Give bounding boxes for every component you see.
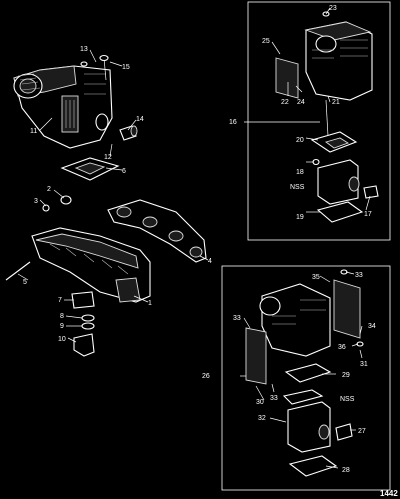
callout-15: 15 [122, 64, 130, 71]
upper-left-elbow-assembly [13, 54, 138, 181]
leader-lines [17, 7, 371, 469]
callout-33b: 33 [233, 315, 241, 322]
callout-22: 22 [281, 99, 289, 106]
exhaust-manifold [5, 195, 207, 357]
callout-33c: 33 [270, 395, 278, 402]
callout-31: 31 [360, 361, 368, 368]
callout-28: 28 [342, 467, 350, 474]
callout-27: 27 [358, 428, 366, 435]
callout-29: 29 [342, 372, 350, 379]
callout-labels: 13 15 11 14 12 6 2 3 4 5 1 7 8 9 10 23 2… [23, 5, 398, 498]
nss-lower: NSS [340, 396, 355, 403]
figure-id: 1442 [380, 489, 398, 498]
callout-12: 12 [104, 154, 112, 161]
callout-21: 21 [332, 99, 340, 106]
callout-5: 5 [23, 279, 27, 286]
callout-3: 3 [34, 198, 38, 205]
callout-8: 8 [60, 313, 64, 320]
callout-11: 11 [30, 128, 37, 135]
callout-2: 2 [47, 186, 51, 193]
callout-1: 1 [148, 300, 152, 307]
callout-30: 30 [256, 399, 264, 406]
callout-25: 25 [262, 38, 270, 45]
callout-34: 34 [368, 323, 376, 330]
upper-right-assembly-box [247, 1, 391, 241]
callout-7: 7 [58, 297, 62, 304]
callout-4: 4 [208, 258, 212, 265]
callout-32: 32 [258, 415, 266, 422]
callout-23: 23 [329, 5, 337, 12]
nss-upper: NSS [290, 184, 305, 191]
callout-19: 19 [296, 214, 304, 221]
callout-9: 9 [60, 323, 64, 330]
lower-right-assembly-box [221, 265, 391, 491]
callout-6: 6 [122, 168, 126, 175]
callout-24: 24 [297, 99, 305, 106]
callout-36: 36 [338, 344, 346, 351]
callout-33a: 33 [355, 272, 363, 279]
callout-13: 13 [80, 46, 88, 53]
callout-18: 18 [296, 169, 304, 176]
callout-26: 26 [202, 373, 210, 380]
callout-35: 35 [312, 274, 320, 281]
lower-right-riser-assembly [245, 269, 364, 477]
upper-right-riser-assembly [275, 11, 379, 223]
callout-14: 14 [136, 116, 144, 123]
callout-17: 17 [364, 211, 372, 218]
callout-20: 20 [296, 137, 304, 144]
callout-16: 16 [229, 119, 237, 126]
callout-10: 10 [58, 336, 66, 343]
